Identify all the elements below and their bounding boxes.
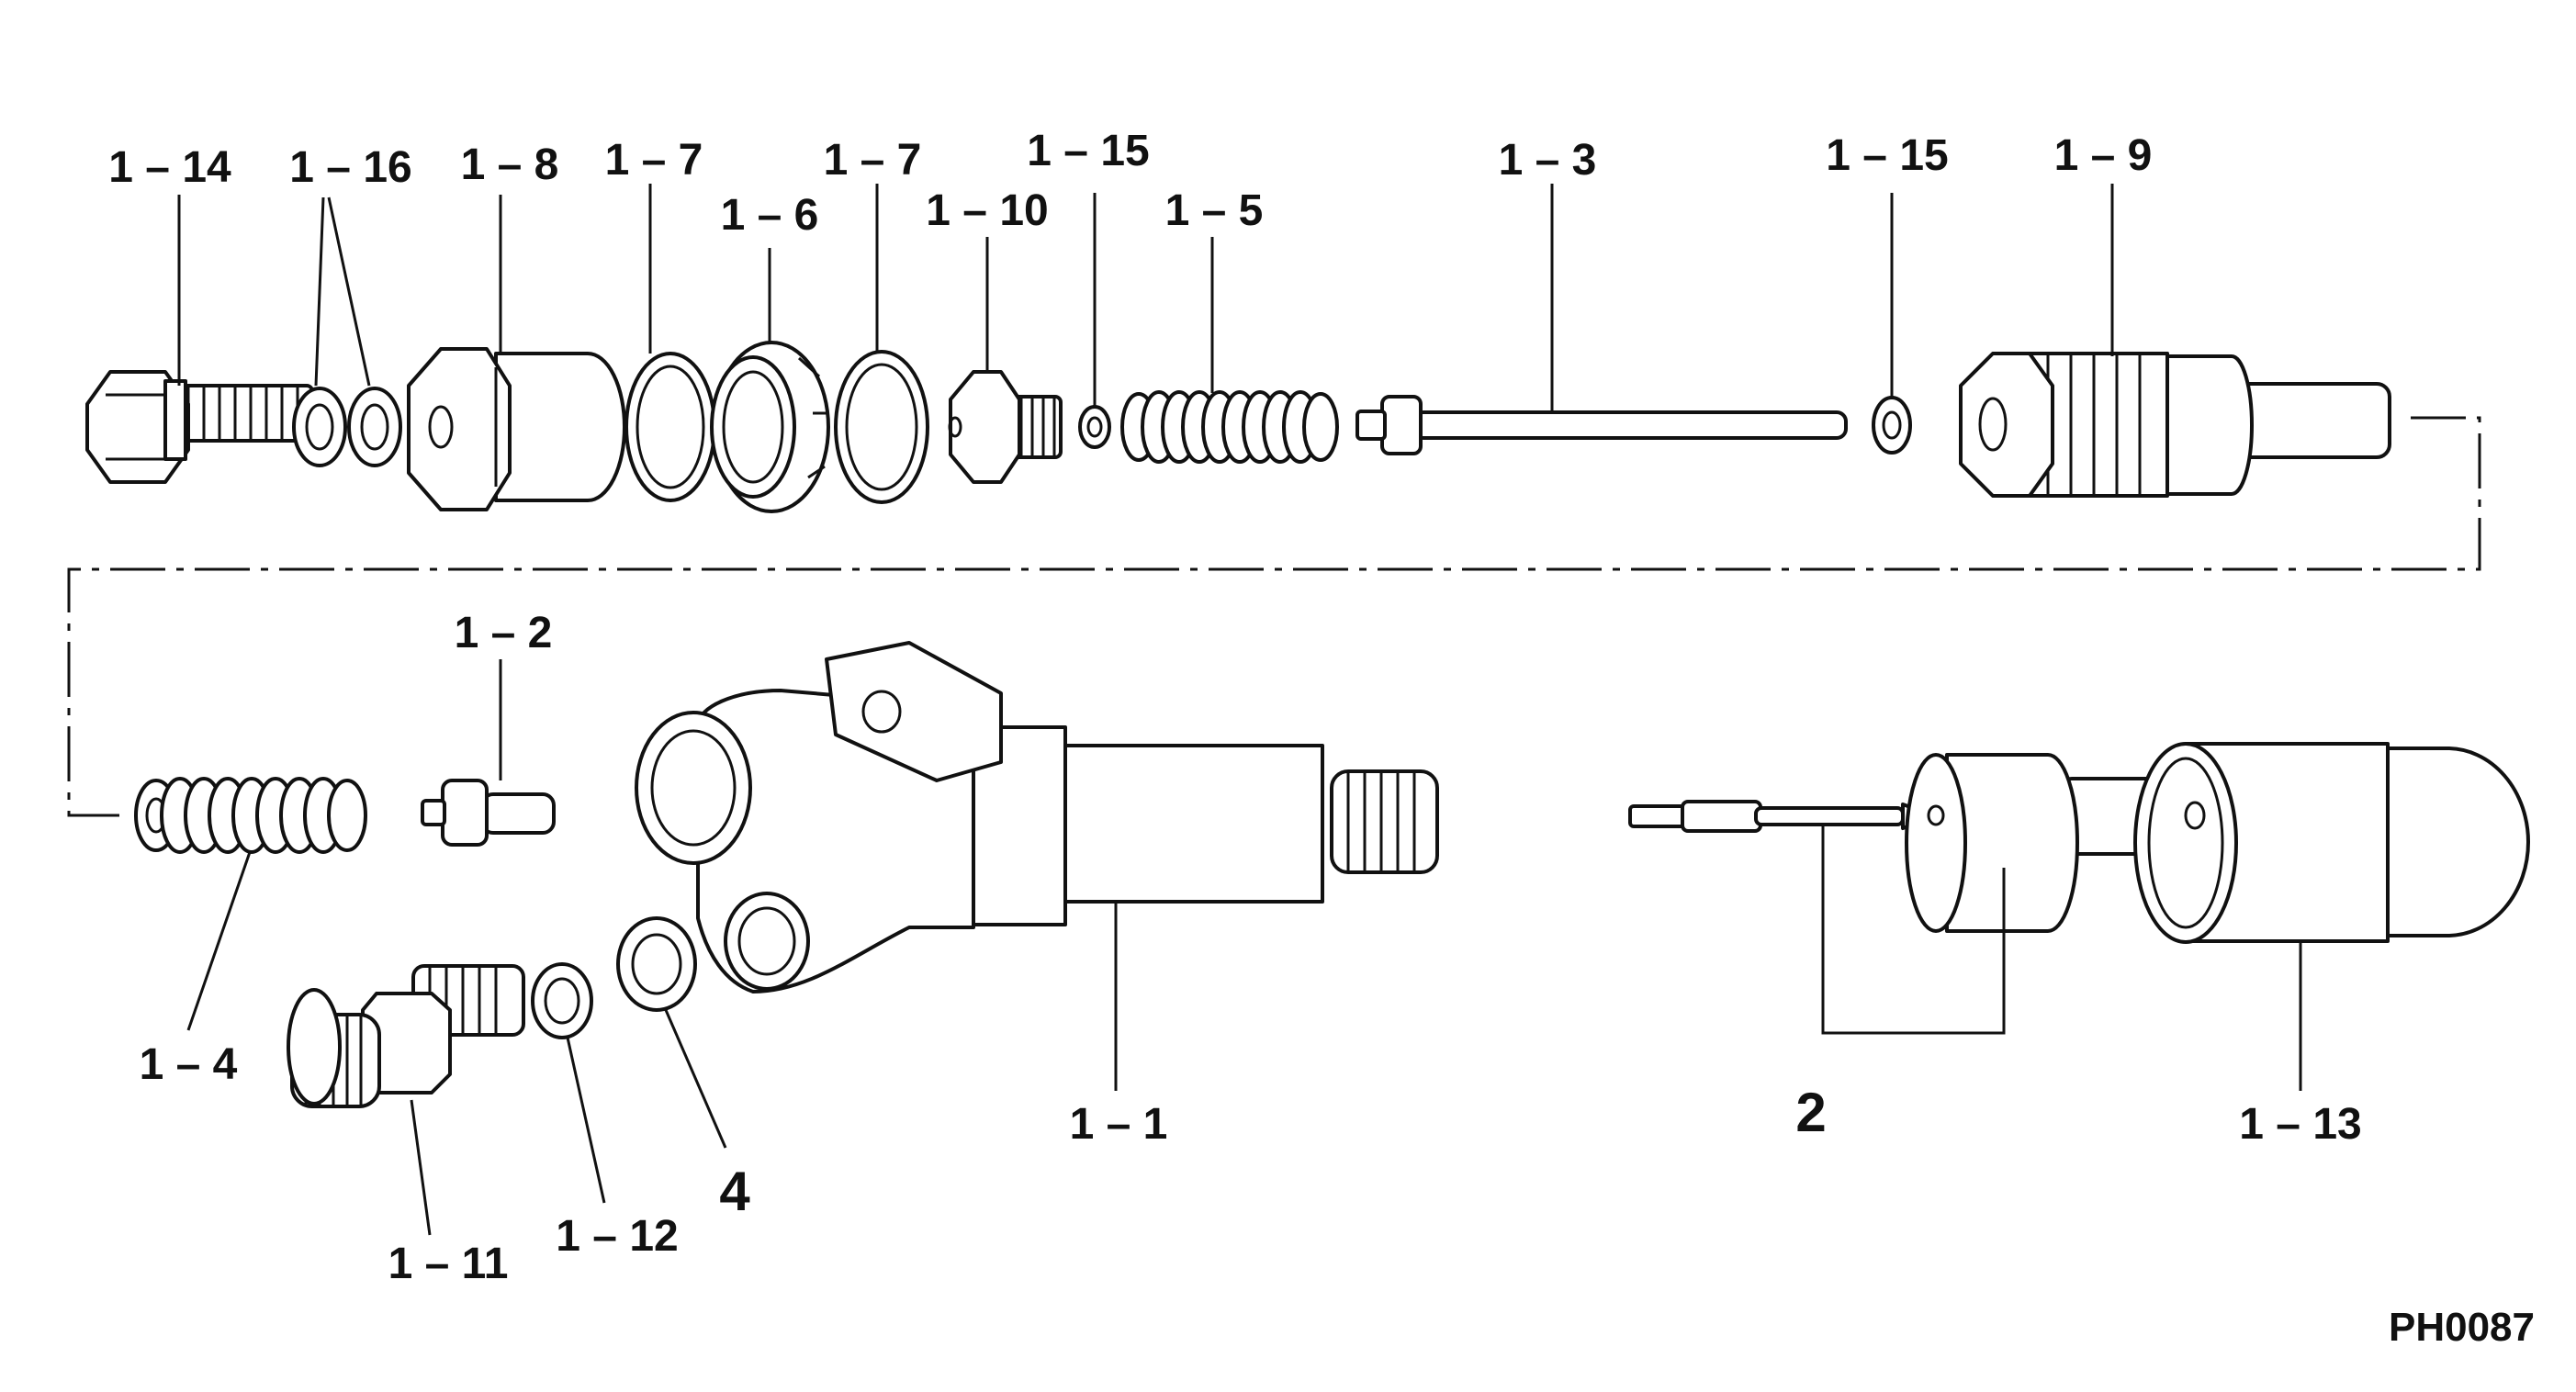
label-2: 2 — [1795, 1082, 1826, 1143]
part-1-1-holder-body — [635, 641, 1439, 993]
label-1-13: 1 – 13 — [2239, 1100, 2361, 1149]
part-1-12-washer — [531, 962, 593, 1039]
label-1-7-left: 1 – 7 — [605, 136, 703, 185]
label-1-16: 1 – 16 — [289, 143, 411, 192]
part-1-16-washers — [292, 387, 402, 467]
label-1-15-right: 1 – 15 — [1826, 131, 1948, 180]
part-1-10-adjusting-screw — [948, 370, 1063, 484]
label-1-3: 1 – 3 — [1499, 136, 1597, 185]
label-1-1: 1 – 1 — [1070, 1100, 1168, 1149]
part-1-4-spring — [134, 777, 367, 854]
label-1-6: 1 – 6 — [721, 191, 819, 240]
label-1-10: 1 – 10 — [926, 186, 1048, 235]
part-1-15-washer-right — [1872, 396, 1912, 455]
label-1-9: 1 – 9 — [2054, 131, 2153, 180]
part-1-8-cap-nut — [407, 347, 626, 511]
part-1-7-gasket-left — [624, 352, 716, 502]
part-1-13-retaining-nut — [2133, 742, 2530, 944]
label-1-8: 1 – 8 — [461, 140, 559, 189]
label-1-7-right: 1 – 7 — [824, 136, 922, 185]
label-1-11: 1 – 11 — [388, 1240, 509, 1288]
label-1-5: 1 – 5 — [1165, 186, 1264, 235]
part-1-5-spring — [1120, 390, 1339, 464]
part-1-11-inlet-connector — [287, 964, 525, 1108]
part-labels: 1 – 14 1 – 16 1 – 8 1 – 7 1 – 6 1 – 7 1 … — [108, 127, 2535, 1350]
label-1-4: 1 – 4 — [140, 1040, 238, 1089]
assembly-path-line — [67, 416, 2481, 817]
part-1-3-push-rod — [1355, 395, 1848, 455]
part-1-7-gasket-right — [834, 350, 929, 504]
label-1-14: 1 – 14 — [108, 143, 231, 192]
part-1-15-washer-left — [1078, 405, 1111, 449]
label-1-2: 1 – 2 — [455, 609, 553, 657]
label-1-15-left: 1 – 15 — [1027, 127, 1149, 175]
part-1-2-spring-seat — [421, 779, 556, 847]
label-4: 4 — [719, 1161, 750, 1222]
diagram-code: PH0087 — [2389, 1305, 2535, 1350]
part-1-9-upper-body — [1959, 352, 2391, 498]
part-1-14-bolt — [85, 370, 314, 484]
leader-lines — [177, 184, 2302, 1236]
part-4-washer — [616, 916, 697, 1012]
part-2-nozzle-assembly — [1628, 753, 2188, 933]
part-1-6-lock-nut — [710, 341, 830, 513]
label-1-12: 1 – 12 — [556, 1212, 678, 1261]
